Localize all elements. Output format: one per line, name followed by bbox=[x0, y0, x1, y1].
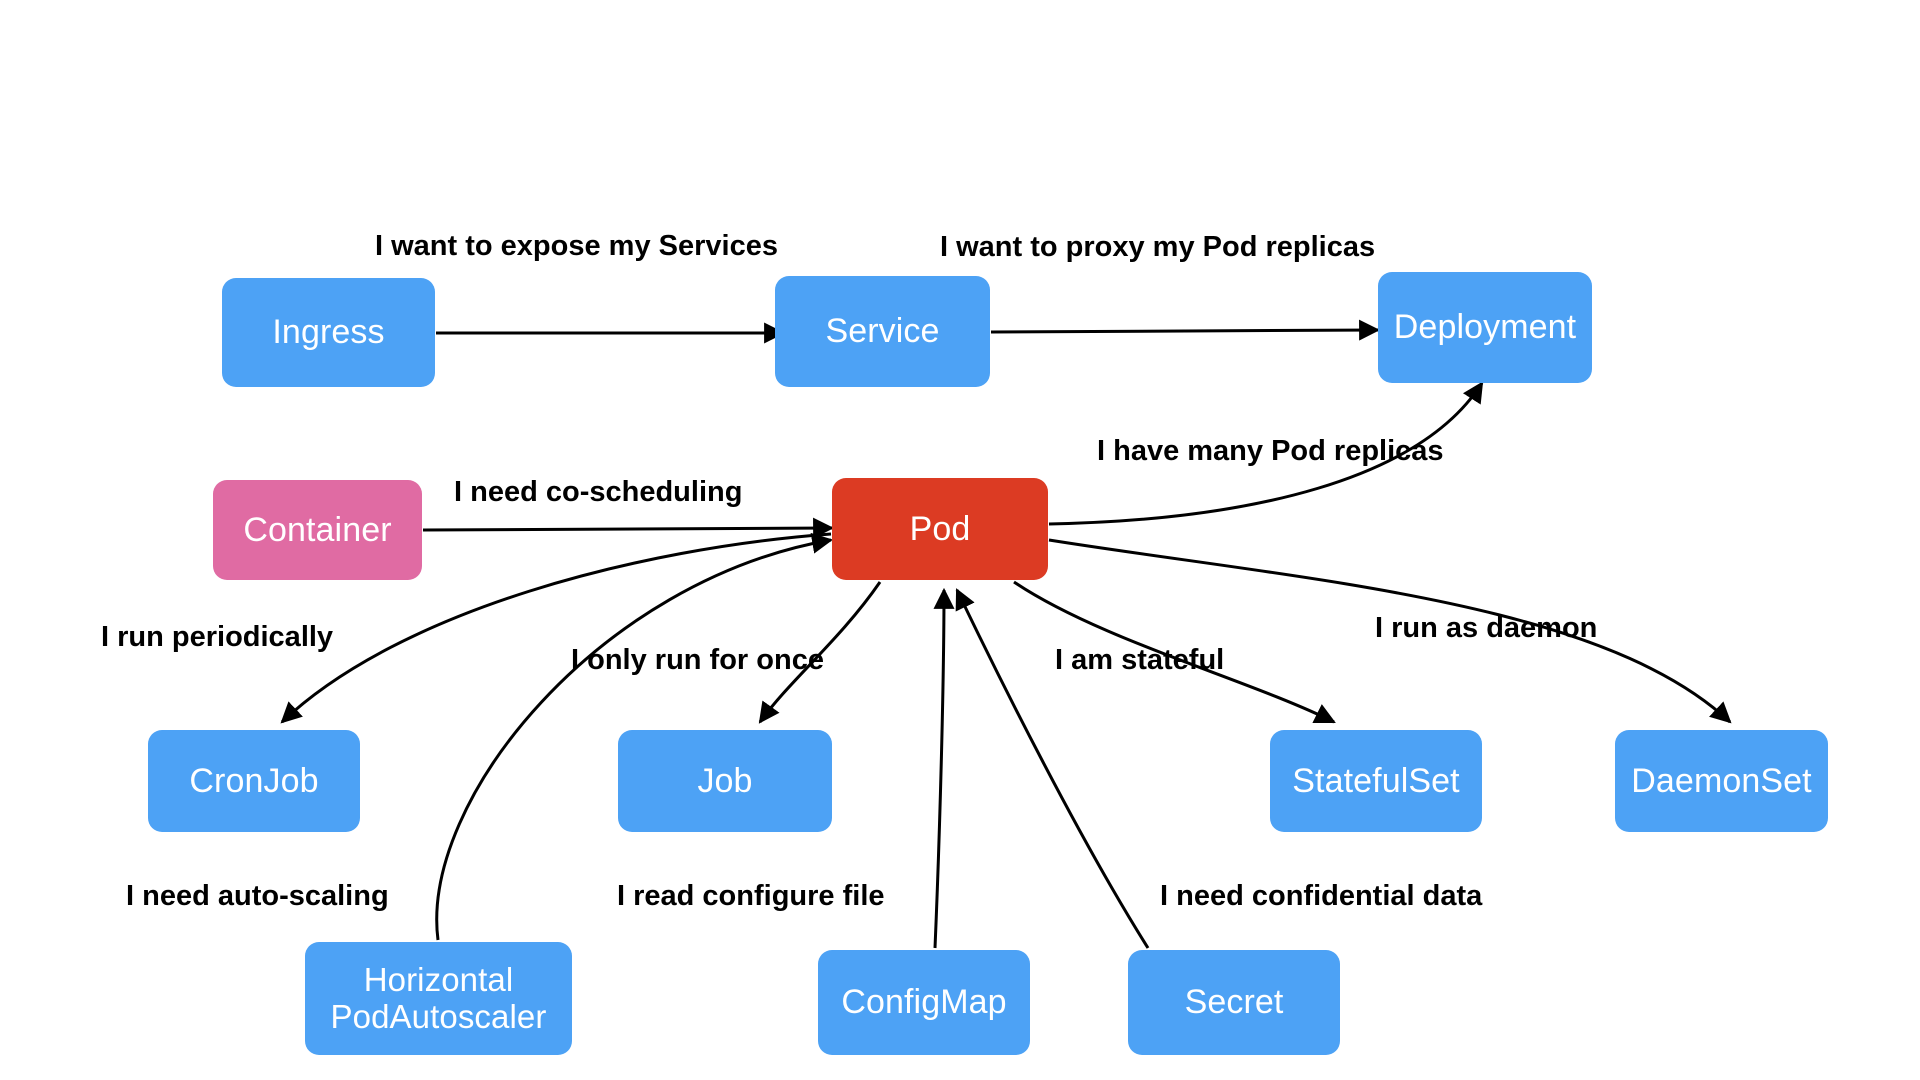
node-secret[interactable]: Secret bbox=[1128, 950, 1340, 1055]
node-label: DaemonSet bbox=[1631, 761, 1812, 800]
node-cronjob[interactable]: CronJob bbox=[148, 730, 360, 832]
edge-label-auto-scaling: I need auto-scaling bbox=[126, 880, 389, 912]
edge-label-run-as-daemon: I run as daemon bbox=[1375, 612, 1598, 644]
node-daemonset[interactable]: DaemonSet bbox=[1615, 730, 1828, 832]
node-label: Secret bbox=[1184, 983, 1284, 1022]
node-ingress[interactable]: Ingress bbox=[222, 278, 435, 387]
node-service[interactable]: Service bbox=[775, 276, 990, 387]
edge-label-run-once: I only run for once bbox=[571, 644, 824, 676]
node-label: Container bbox=[243, 510, 392, 549]
edge-label-am-stateful: I am stateful bbox=[1055, 644, 1225, 676]
node-pod[interactable]: Pod bbox=[832, 478, 1048, 580]
edge-label-expose-services: I want to expose my Services bbox=[375, 230, 778, 262]
edge-label-read-configure: I read configure file bbox=[617, 880, 885, 912]
edge-container-to-pod bbox=[422, 517, 835, 539]
node-label: Pod bbox=[909, 509, 971, 548]
edge-service-to-deployment bbox=[990, 319, 1381, 341]
node-statefulset[interactable]: StatefulSet bbox=[1270, 730, 1482, 832]
node-job[interactable]: Job bbox=[618, 730, 832, 832]
node-label: Service bbox=[825, 312, 940, 351]
edge-configmap-to-pod bbox=[933, 587, 955, 949]
node-label: Deployment bbox=[1393, 308, 1577, 347]
node-label: StatefulSet bbox=[1292, 761, 1460, 800]
edge-label-run-periodically: I run periodically bbox=[101, 621, 334, 653]
node-label: Ingress bbox=[272, 313, 385, 352]
node-label: ConfigMap bbox=[841, 983, 1007, 1022]
edge-label-many-replicas: I have many Pod replicas bbox=[1097, 435, 1444, 467]
node-container[interactable]: Container bbox=[213, 480, 422, 580]
edge-label-confidential: I need confidential data bbox=[1160, 880, 1483, 912]
node-configmap[interactable]: ConfigMap bbox=[818, 950, 1030, 1055]
node-deployment[interactable]: Deployment bbox=[1378, 272, 1592, 383]
edge-label-co-scheduling: I need co-scheduling bbox=[454, 476, 743, 508]
node-label: CronJob bbox=[189, 761, 319, 800]
node-label: Job bbox=[697, 761, 753, 800]
edge-label-proxy-replicas: I want to proxy my Pod replicas bbox=[940, 231, 1376, 263]
